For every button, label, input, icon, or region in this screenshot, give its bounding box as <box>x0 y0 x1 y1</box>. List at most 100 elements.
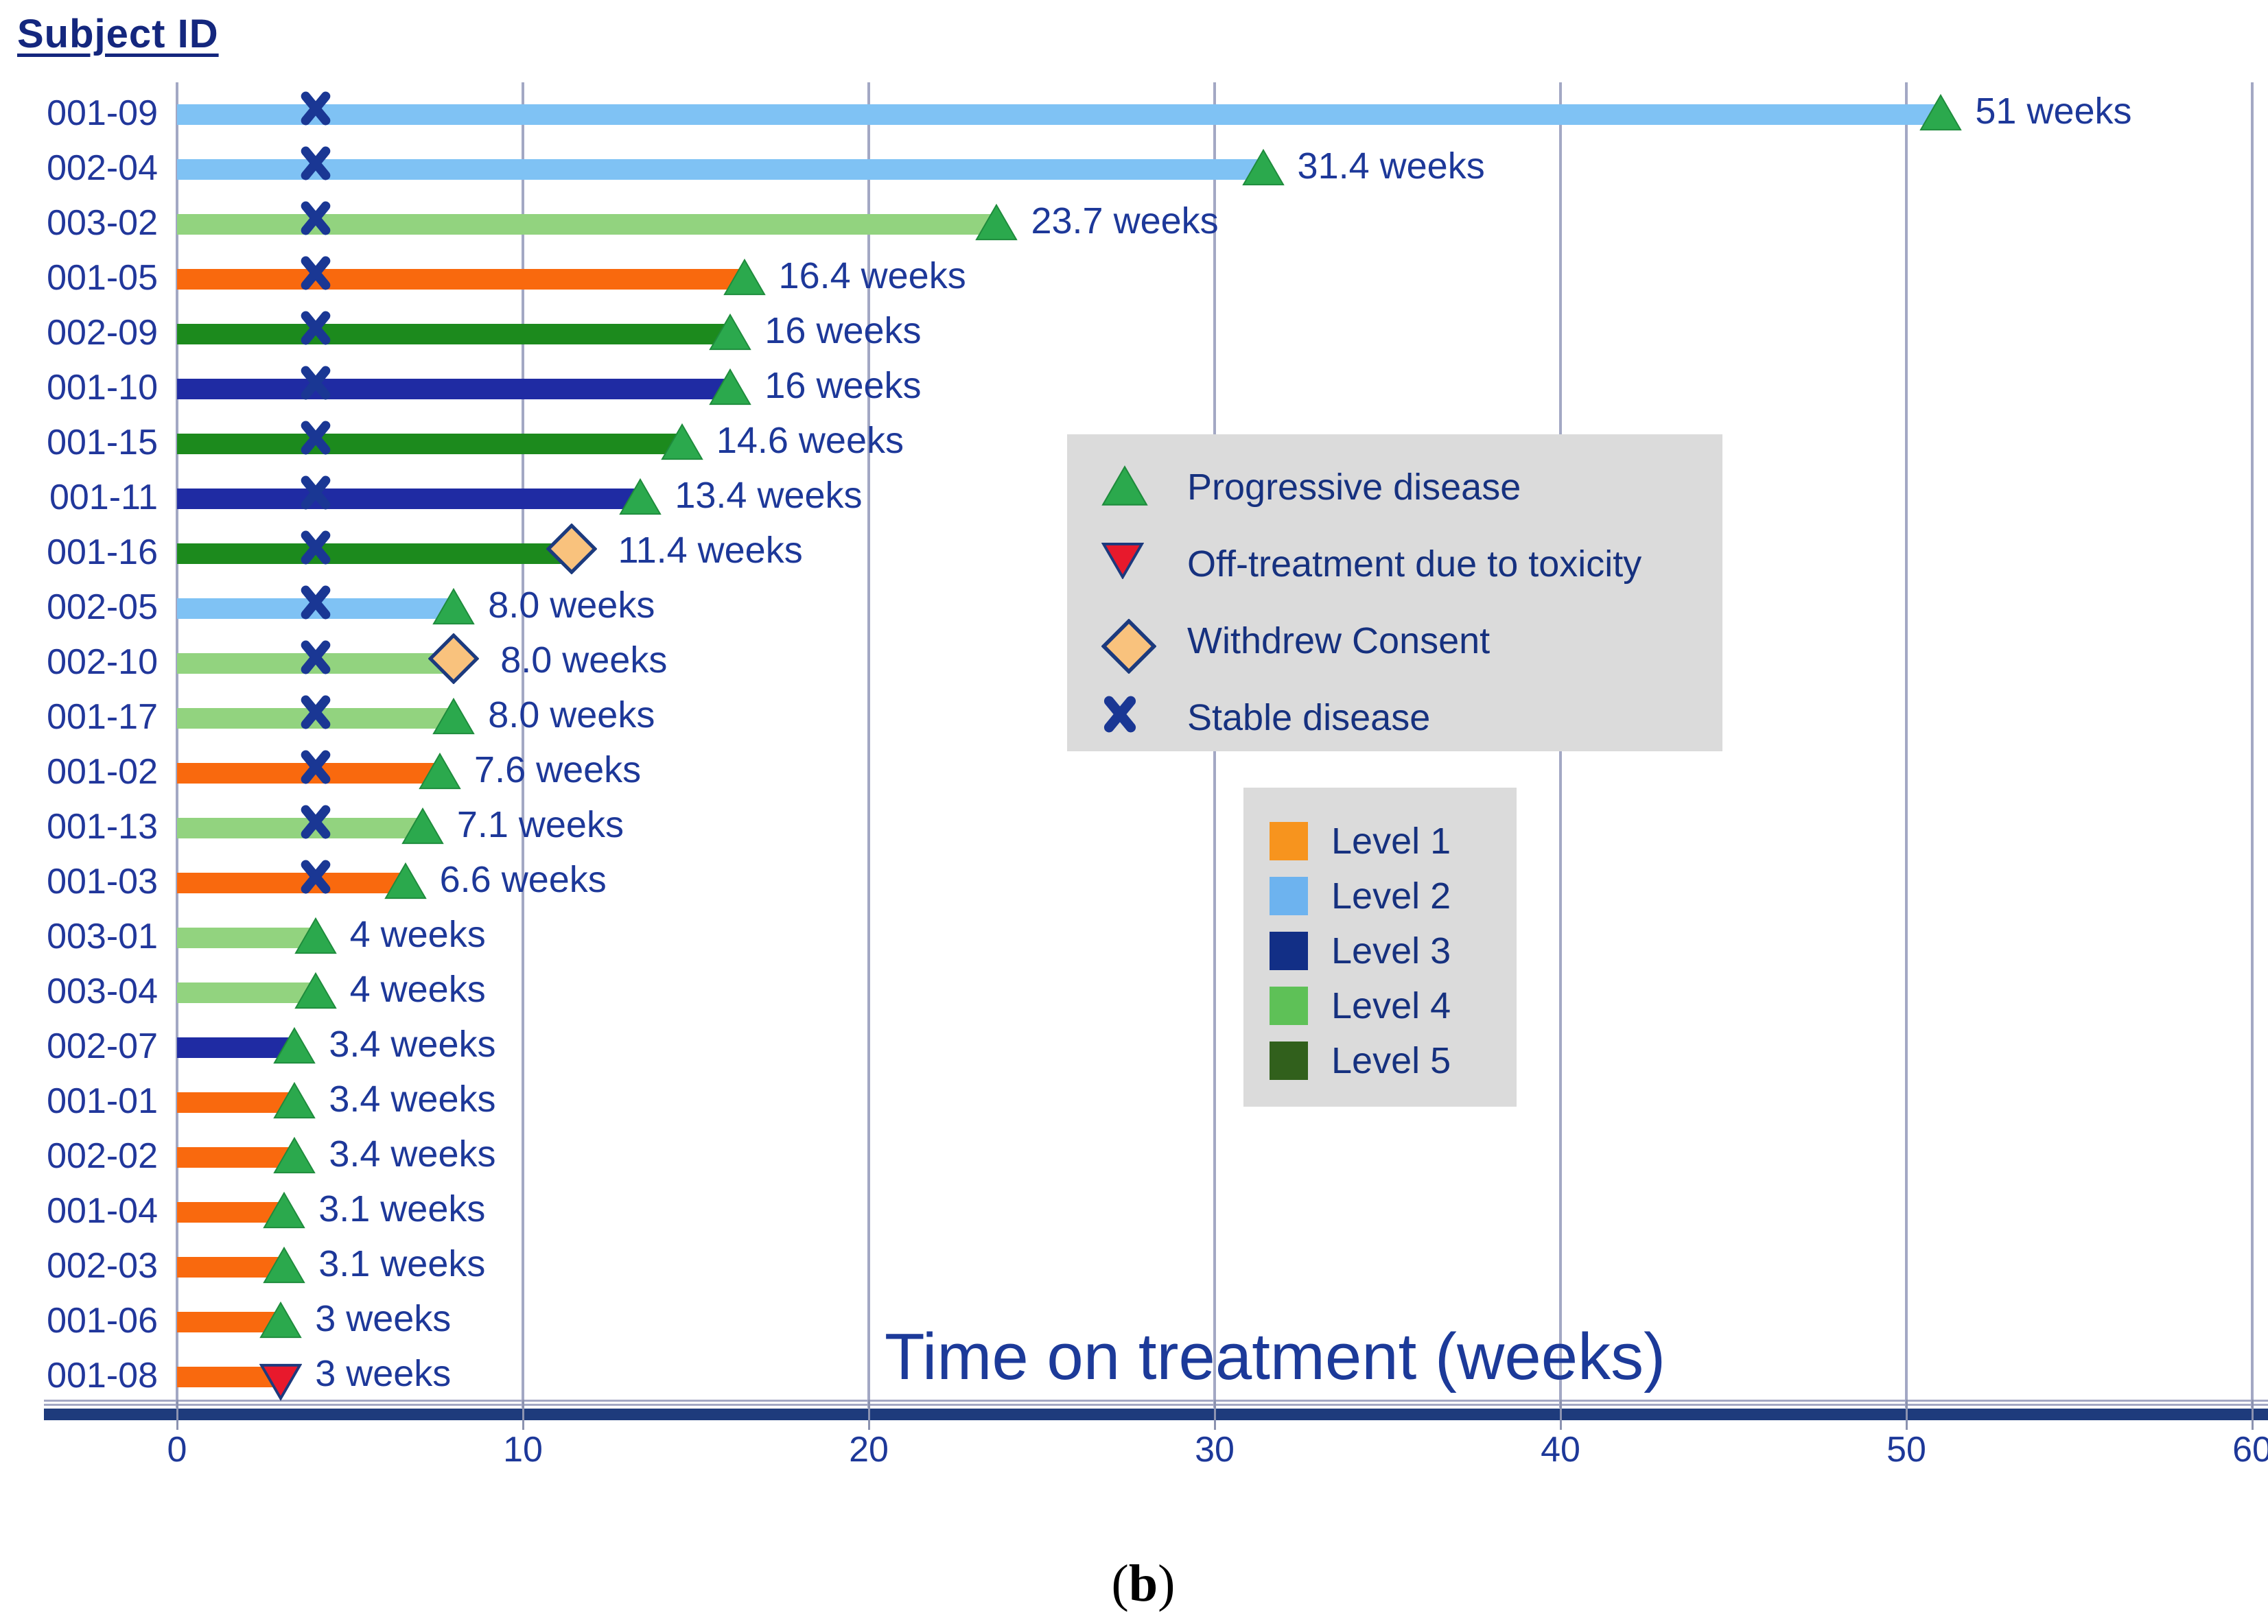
off-treatment-toxicity-marker <box>259 1363 303 1402</box>
progressive-disease-marker <box>432 697 475 735</box>
gridline-week-20 <box>867 82 870 1408</box>
duration-label: 14.6 weeks <box>716 420 904 461</box>
stable-disease-x-marker <box>299 91 333 126</box>
progressive-disease-marker <box>294 972 337 1010</box>
stable-disease-x-marker <box>299 201 333 235</box>
tick-mark-week-40 <box>1560 1400 1562 1430</box>
stable-disease-x-marker <box>299 475 333 510</box>
progressive-disease-marker <box>384 862 427 900</box>
subject-id-label: 001-09 <box>47 93 158 133</box>
subject-id-label: 003-01 <box>47 917 158 956</box>
progressive-disease-marker <box>273 1026 316 1065</box>
dose-level-swatch <box>1270 932 1308 970</box>
treatment-duration-bar <box>177 818 423 838</box>
duration-label: 8.0 weeks <box>488 694 655 735</box>
progressive-disease-marker <box>1919 93 1963 132</box>
duration-label: 3 weeks <box>315 1298 452 1339</box>
duration-label: 16.4 weeks <box>778 255 966 296</box>
caption-close-paren: ) <box>1158 1555 1176 1612</box>
progressive-disease-marker <box>723 258 766 296</box>
progressive-disease-marker <box>709 368 752 406</box>
duration-label: 13.4 weeks <box>675 475 863 516</box>
caption-letter: b <box>1128 1555 1158 1612</box>
x-tick-label-40: 40 <box>1541 1430 1580 1470</box>
marker-legend-label: Off-treatment due to toxicity <box>1187 543 1642 585</box>
x-icon <box>1101 696 1138 733</box>
progressive-disease-marker <box>401 807 444 845</box>
treatment-duration-bar <box>177 982 316 1003</box>
figure-caption: (b) <box>1112 1556 1176 1611</box>
subject-id-label: 001-04 <box>47 1191 158 1231</box>
stable-disease-x-marker <box>299 805 333 839</box>
duration-label: 8.0 weeks <box>488 585 655 626</box>
treatment-duration-bar <box>177 1037 295 1058</box>
dose-level-label: Level 2 <box>1331 875 1451 917</box>
dose-level-swatch <box>1270 877 1308 915</box>
duration-label: 3.4 weeks <box>329 1079 496 1120</box>
withdrew-consent-marker <box>545 523 598 575</box>
treatment-duration-bar <box>177 928 316 948</box>
progressive-disease-marker <box>263 1246 305 1284</box>
duration-label: 3.4 weeks <box>329 1133 496 1175</box>
marker-legend-label: Stable disease <box>1187 697 1431 738</box>
subject-id-label: 001-06 <box>47 1301 158 1341</box>
stable-disease-x-marker <box>299 750 333 784</box>
triangle-down-icon <box>1101 542 1145 580</box>
treatment-duration-bar <box>177 1147 295 1168</box>
progressive-disease-marker <box>709 313 752 351</box>
treatment-duration-bar <box>177 1092 295 1113</box>
progressive-disease-marker <box>661 423 703 461</box>
subject-id-label: 001-10 <box>47 368 158 408</box>
duration-label: 51 weeks <box>1975 91 2132 132</box>
duration-label: 7.1 weeks <box>456 804 624 845</box>
duration-label: 4 weeks <box>349 914 486 955</box>
progressive-disease-marker <box>294 917 337 955</box>
stable-disease-x-marker <box>299 146 333 180</box>
subject-id-label: 002-04 <box>47 148 158 188</box>
triangle-up-icon <box>1101 465 1148 506</box>
x-axis-border-line-top <box>44 1400 2268 1402</box>
dose-level-label: Level 1 <box>1331 821 1451 862</box>
duration-label: 7.6 weeks <box>474 749 642 790</box>
x-axis-line <box>44 1409 2268 1420</box>
subject-id-label: 001-16 <box>47 532 158 572</box>
duration-label: 3.1 weeks <box>318 1188 486 1229</box>
progressive-disease-marker <box>273 1081 316 1120</box>
withdrew-consent-marker <box>428 633 480 685</box>
treatment-duration-bar <box>177 543 572 564</box>
stable-disease-x-marker <box>299 860 333 894</box>
y-axis-title: Subject ID <box>17 12 219 56</box>
dose-level-label: Level 4 <box>1331 985 1451 1026</box>
subject-id-label: 001-17 <box>47 697 158 737</box>
treatment-duration-bar <box>177 434 682 454</box>
duration-label: 8.0 weeks <box>500 639 668 681</box>
tick-mark-week-0 <box>176 1400 178 1430</box>
diamond-icon <box>1101 618 1157 674</box>
x-tick-label-30: 30 <box>1195 1430 1235 1470</box>
subject-id-label: 002-05 <box>47 587 158 627</box>
duration-label: 16 weeks <box>764 310 922 351</box>
marker-legend-label: Progressive disease <box>1187 467 1521 508</box>
subject-id-label: 001-15 <box>47 423 158 462</box>
duration-label: 3.4 weeks <box>329 1024 496 1065</box>
subject-id-label: 001-01 <box>47 1081 158 1121</box>
x-tick-label-60: 60 <box>2232 1430 2268 1470</box>
duration-label: 3 weeks <box>315 1353 452 1394</box>
tick-mark-week-20 <box>868 1400 870 1430</box>
dose-level-swatch <box>1270 987 1308 1025</box>
treatment-duration-bar <box>177 269 745 290</box>
stable-disease-x-marker <box>299 256 333 290</box>
x-tick-label-0: 0 <box>167 1430 187 1470</box>
treatment-duration-bar <box>177 379 731 399</box>
tick-mark-week-10 <box>522 1400 524 1430</box>
treatment-duration-bar <box>177 159 1263 180</box>
progressive-disease-marker <box>259 1301 302 1339</box>
duration-label: 11.4 weeks <box>618 530 803 571</box>
treatment-duration-bar <box>177 489 641 509</box>
stable-disease-x-marker <box>299 421 333 455</box>
dose-level-swatch <box>1270 1042 1308 1080</box>
subject-id-label: 001-13 <box>47 807 158 847</box>
duration-label: 4 weeks <box>349 969 486 1010</box>
